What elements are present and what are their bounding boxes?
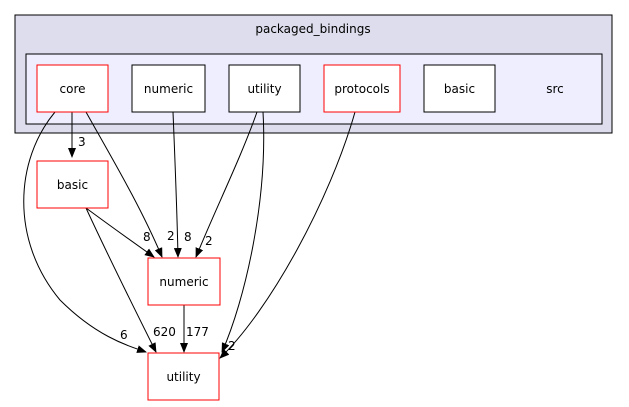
edge-core-numeric xyxy=(85,111,163,258)
edge-protocols-utility xyxy=(219,111,356,359)
node-utility-label: utility xyxy=(166,370,200,384)
node-numeric[interactable]: numeric xyxy=(147,257,221,306)
cluster-src[interactable]: src xyxy=(25,53,603,125)
node-src-numeric[interactable]: numeric xyxy=(131,64,206,113)
edge-core-utility xyxy=(23,111,147,353)
node-src-protocols-label: protocols xyxy=(334,82,389,96)
edge-basic-utility xyxy=(85,207,157,353)
node-src-basic[interactable]: basic xyxy=(423,64,496,113)
edge-label-src-numeric-numeric[interactable]: 8 xyxy=(184,230,192,244)
edge-labels: 3 2 8 2 8 6 620 177 2 xyxy=(78,135,236,353)
node-src-basic-label: basic xyxy=(444,82,475,96)
edge-src-utility-utility xyxy=(221,111,265,353)
edge-label-numeric-utility[interactable]: 177 xyxy=(186,325,209,339)
edge-label-core-utility[interactable]: 6 xyxy=(120,328,128,342)
node-utility[interactable]: utility xyxy=(147,352,220,401)
edges xyxy=(23,111,356,359)
edge-label-basic-utility[interactable]: 620 xyxy=(153,325,176,339)
cluster-packaged-bindings-label: packaged_bindings xyxy=(255,22,370,36)
edge-basic-numeric xyxy=(85,207,155,258)
edge-label-basic-numeric[interactable]: 8 xyxy=(143,230,151,244)
node-basic-label: basic xyxy=(57,178,88,192)
edge-label-core-numeric[interactable]: 2 xyxy=(167,229,175,243)
edge-src-numeric-numeric xyxy=(172,111,182,258)
edge-label-protocols-utility[interactable]: 2 xyxy=(228,339,236,353)
cluster-src-label: src xyxy=(546,82,564,96)
node-src-utility-label: utility xyxy=(247,82,281,96)
node-src-core-label: core xyxy=(60,82,86,96)
node-src-utility[interactable]: utility xyxy=(228,64,301,113)
edge-src-utility-numeric xyxy=(195,111,258,258)
node-basic[interactable]: basic xyxy=(36,160,109,209)
node-src-protocols[interactable]: protocols xyxy=(323,64,401,113)
node-src-numeric-label: numeric xyxy=(144,82,193,96)
node-numeric-label: numeric xyxy=(159,275,208,289)
edge-label-src-utility-numeric[interactable]: 2 xyxy=(205,234,213,248)
edge-label-core-basic[interactable]: 3 xyxy=(78,135,86,149)
node-src-core[interactable]: core xyxy=(36,64,109,113)
